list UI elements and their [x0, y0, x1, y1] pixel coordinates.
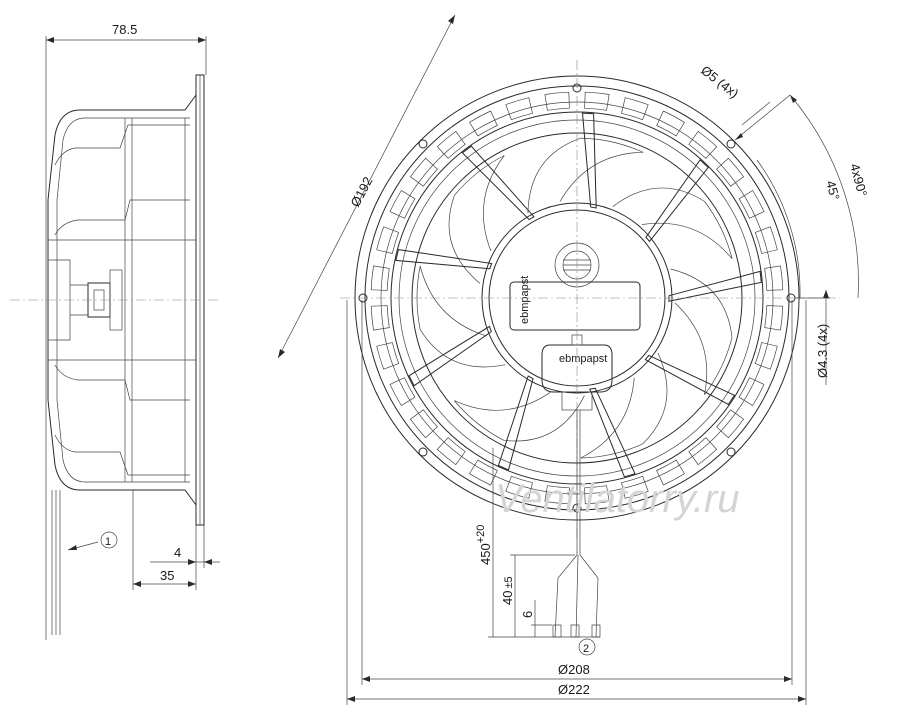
flange-slot — [389, 190, 416, 219]
dim-diameter-192: Ø192 — [347, 174, 375, 209]
flange-slot — [764, 305, 784, 331]
dim-diameter-208: Ø208 — [558, 662, 590, 677]
dim-strip-40: 40±5 — [500, 576, 515, 605]
dim-angle-4x90: 4x90° — [847, 162, 870, 198]
impeller-blade — [580, 352, 668, 459]
mounting-hole-icon — [726, 447, 736, 457]
flange-slot — [754, 226, 778, 254]
flange-slot — [716, 409, 745, 439]
mounting-hole-icon — [726, 139, 736, 149]
flange-slot — [436, 437, 466, 466]
callout-2: 2 — [583, 643, 589, 655]
flange-slot — [738, 377, 765, 406]
front-view: ebmpapst ebmpapst 2 — [340, 60, 840, 656]
flange-slot — [409, 157, 438, 187]
flange-slot — [738, 190, 765, 219]
support-strut — [408, 325, 492, 387]
support-strut — [645, 159, 709, 243]
impeller-blade — [670, 268, 733, 396]
mounting-hole-icon — [418, 447, 428, 457]
impeller-blade — [448, 155, 505, 284]
support-strut — [589, 387, 636, 478]
support-strut — [644, 354, 736, 406]
flange-slot — [544, 485, 570, 505]
flange-slot — [584, 91, 610, 111]
mounting-hole-icon — [418, 139, 428, 149]
impeller-blade — [612, 187, 733, 260]
flange-slot — [764, 265, 784, 291]
flange-slots — [370, 91, 784, 505]
flange-slot — [544, 91, 570, 111]
watermark-text: Ventilatorry.ru — [495, 477, 740, 521]
dim-hole-5: Ø5 (4x) — [698, 63, 741, 102]
flange-slot — [376, 342, 400, 370]
dim-depth-78-5: 78.5 — [112, 22, 137, 37]
flange-slot — [505, 475, 533, 499]
support-strut — [395, 249, 493, 270]
impeller-blade — [454, 392, 585, 442]
flange-slot — [716, 157, 745, 187]
dim-diameter-222: Ø222 — [558, 682, 590, 697]
flange-slot — [436, 130, 466, 159]
flange-slot — [656, 110, 685, 137]
dim-flange-35: 35 — [160, 568, 174, 583]
flange-slot — [621, 97, 649, 121]
support-strut — [497, 375, 534, 471]
flange-slot — [376, 226, 400, 254]
flange-slot — [688, 130, 718, 159]
rating-label-brand: ebmpapst — [519, 276, 531, 324]
flange-slot — [656, 459, 685, 486]
support-strut — [581, 112, 597, 209]
flange-slot — [505, 97, 533, 121]
flange-slot — [584, 485, 610, 505]
connector-housing — [541, 344, 613, 393]
impeller-blades — [416, 137, 733, 459]
impeller-blade — [527, 137, 644, 214]
flange-slot — [469, 110, 498, 137]
impeller-blade — [416, 265, 506, 368]
flange-slot — [754, 342, 778, 370]
support-strut — [668, 270, 762, 302]
flange-slot — [370, 265, 390, 291]
dim-hole-4-3: Ø4.3 (4x) — [815, 324, 830, 378]
callout-1: 1 — [105, 536, 111, 548]
flange-slot — [621, 475, 649, 499]
flange-slot — [688, 437, 718, 466]
dim-cable-450: 450+20 — [475, 525, 493, 565]
dim-strip-6: 6 — [520, 611, 535, 618]
support-strut — [461, 145, 535, 221]
support-struts — [395, 112, 762, 478]
flange-slot — [389, 377, 416, 406]
flange-slot — [409, 409, 438, 439]
connector-brand: ebmpapst — [559, 353, 607, 365]
side-view: 78.5 1 — [10, 22, 220, 640]
flange-slot — [370, 305, 390, 331]
dim-flange-4: 4 — [174, 545, 181, 560]
rating-label — [509, 281, 641, 331]
flange-slot — [469, 459, 498, 486]
dim-angle-45: 45° — [823, 179, 843, 202]
